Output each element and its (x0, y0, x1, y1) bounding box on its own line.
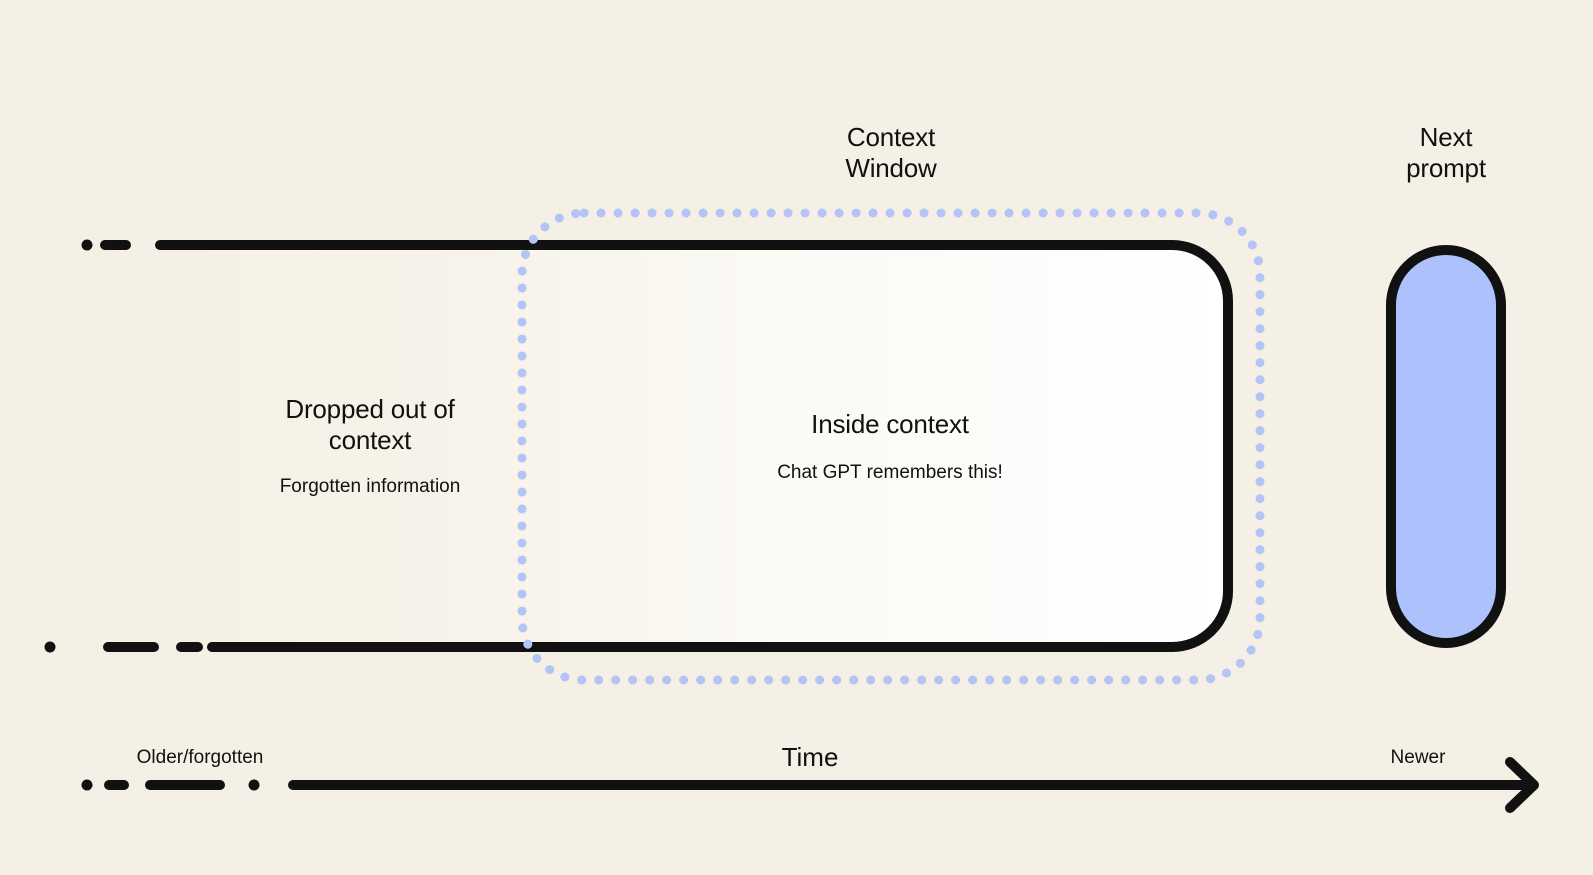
conversation-outline (155, 240, 1233, 652)
next-prompt-pill (1386, 245, 1506, 648)
next-prompt-line-2: prompt (1406, 153, 1486, 184)
dropped-title: Dropped out of context (240, 394, 500, 456)
inside-subtitle: Chat GPT remembers this! (777, 462, 1003, 483)
conversation-fill (160, 245, 1228, 647)
axis-dot-2 (248, 779, 260, 791)
context-window-line-2: Window (845, 153, 937, 184)
dropped-subtitle: Forgotten information (279, 476, 461, 497)
older-label: Older/forgotten (136, 747, 264, 768)
context-window-outline (517, 208, 1265, 685)
context-window-line-1: Context (846, 122, 936, 152)
next-prompt-line-1: Next (1419, 122, 1473, 152)
inside-title: Inside context (811, 409, 969, 439)
top-border-dot (81, 239, 93, 251)
time-axis-arrowhead (1505, 757, 1539, 813)
newer-label: Newer (1390, 747, 1446, 768)
bottom-border-dot (44, 641, 56, 653)
context-window-label: Context Window (791, 122, 991, 184)
axis-dot-1 (81, 779, 93, 791)
next-prompt-label: Next prompt (1366, 122, 1526, 184)
dropped-title-line-1: Dropped out of (285, 394, 455, 424)
dropped-title-line-2: context (328, 425, 412, 456)
time-label: Time (781, 742, 839, 772)
